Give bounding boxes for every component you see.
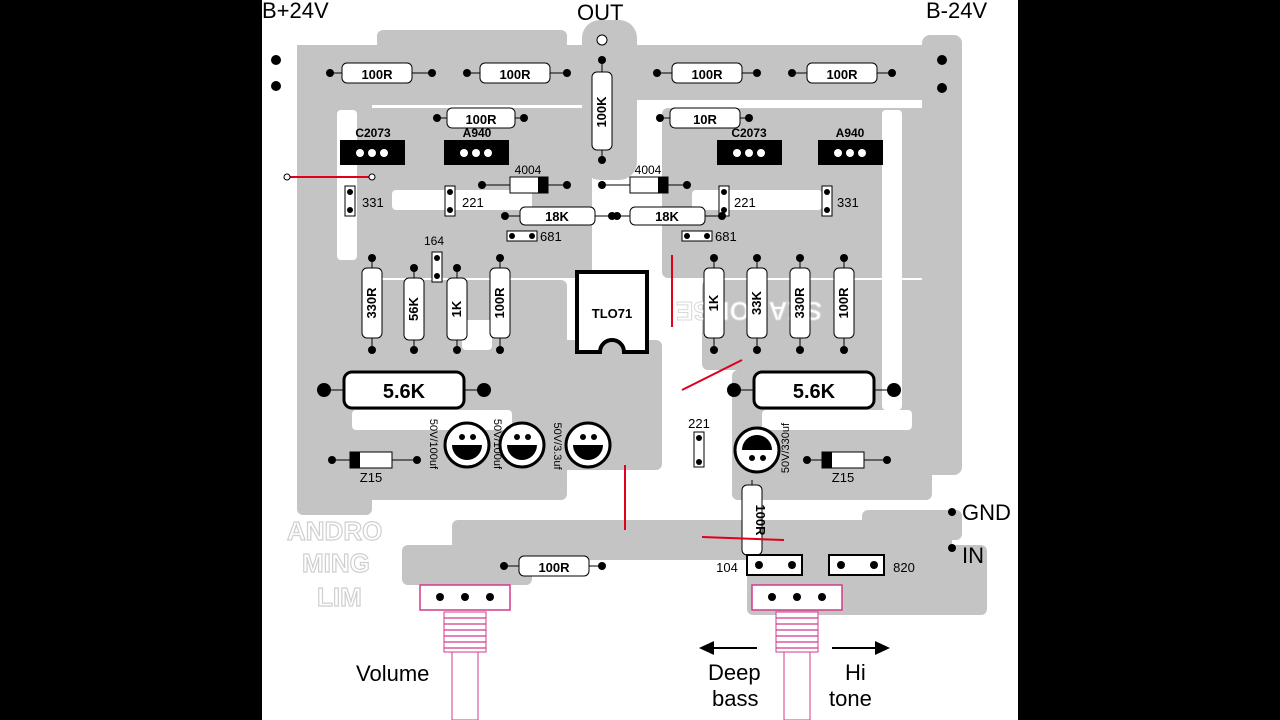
electrolytic-caps xyxy=(443,421,781,474)
ic-tlo71 xyxy=(575,270,649,354)
resistor-row2-2-label: 10R xyxy=(693,112,717,127)
resistor-bottom-label: 100R xyxy=(538,560,570,575)
jumper-wires xyxy=(287,176,785,541)
cap-221-mid-label: 221 xyxy=(688,416,710,431)
zener-left xyxy=(328,451,421,469)
b-plus-24v-label: B+24V xyxy=(262,0,329,23)
resistor-v-left-1-label: 330R xyxy=(364,287,379,319)
resistor-top-3-label: 100R xyxy=(691,67,723,82)
transistor-footprints xyxy=(340,140,883,165)
cap-221-mid xyxy=(693,431,705,468)
resistor-row-top xyxy=(326,62,896,84)
transistor-1-label: C2073 xyxy=(355,126,391,140)
hi-label: Hi xyxy=(845,660,866,685)
zener-right xyxy=(803,451,891,469)
watermark-line-2: MING xyxy=(302,548,370,578)
small-caps-upper xyxy=(344,185,833,283)
vertical-resistors-left xyxy=(361,254,511,354)
in-label: IN xyxy=(962,543,984,568)
resistor-top-2-label: 100R xyxy=(499,67,531,82)
jumper-pad-left xyxy=(283,173,291,181)
cap-104-label: 104 xyxy=(716,560,738,575)
resistor-100k-label: 100K xyxy=(594,96,609,128)
deep-label: Deep xyxy=(708,660,761,685)
ic-label: TLO71 xyxy=(592,306,632,321)
resistor-v-left-2-label: 56K xyxy=(406,296,421,320)
tone-label: tone xyxy=(829,686,872,711)
resistor-18k-right xyxy=(613,206,726,226)
resistor-top-4-label: 100R xyxy=(826,67,858,82)
ecap-1-label: 50V/100uf xyxy=(427,419,439,470)
gnd-label: GND xyxy=(962,500,1011,525)
cap-681-left-label: 681 xyxy=(540,229,562,244)
pcb-board: SEAHORSE ANDRO MING LIM 100R 100R 100R 1… xyxy=(262,0,1018,720)
zener-left-label: Z15 xyxy=(360,470,382,485)
diode-1-label: 4004 xyxy=(515,163,542,177)
resistor-top-4 xyxy=(788,62,896,84)
watermark-line-3: LIM xyxy=(317,582,362,612)
ecap-2-label: 50V/100uf xyxy=(491,419,503,470)
arrow-left-icon xyxy=(699,641,757,655)
resistor-5k6-right-label: 5.6K xyxy=(793,381,836,403)
cap-104 xyxy=(746,554,803,576)
resistor-v-right-1-label: 1K xyxy=(706,294,721,311)
resistor-row2-1 xyxy=(433,107,528,129)
diode-2 xyxy=(598,176,691,194)
out-label: OUT xyxy=(577,0,624,25)
diode-1 xyxy=(478,176,571,194)
cap-681-right-label: 681 xyxy=(715,229,737,244)
resistor-v-right-4-label: 100R xyxy=(836,287,851,319)
resistor-18k-right-label: 18K xyxy=(655,209,679,224)
bass-label: bass xyxy=(712,686,759,711)
cap-221-left-label: 221 xyxy=(462,195,484,210)
pot-tone xyxy=(751,584,843,720)
cap-221-right-label: 221 xyxy=(734,195,756,210)
ecap-4-label: 50V/330uf xyxy=(780,422,792,473)
watermark-line-1: ANDRO xyxy=(287,516,382,546)
resistor-top-2 xyxy=(463,62,571,84)
arrow-right-icon xyxy=(832,641,890,655)
resistor-v-right-3-label: 330R xyxy=(792,287,807,319)
resistor-top-3 xyxy=(653,62,761,84)
resistor-v-right-2-label: 33K xyxy=(749,290,764,314)
resistor-100k xyxy=(591,56,613,164)
resistor-bottom-vertical-label: 100R xyxy=(753,504,768,536)
cap-820 xyxy=(828,554,885,576)
zener-right-label: Z15 xyxy=(832,470,854,485)
pot-volume xyxy=(419,584,511,720)
b-minus-24v-label: B-24V xyxy=(926,0,988,23)
pcb-layout: SEAHORSE ANDRO MING LIM 100R 100R 100R 1… xyxy=(271,20,987,720)
cap-331-right-label: 331 xyxy=(837,195,859,210)
resistor-row2-1-label: 100R xyxy=(465,112,497,127)
ecap-3-label: 50V/3.3uf xyxy=(551,422,563,470)
resistor-5k6-right xyxy=(727,370,901,410)
resistor-row2-2 xyxy=(656,107,753,129)
resistor-18k-left-label: 18K xyxy=(545,209,569,224)
resistor-v-left-3-label: 1K xyxy=(449,300,464,317)
out-pad xyxy=(596,34,608,46)
connector-pads xyxy=(271,55,956,552)
jumper-pad-right xyxy=(368,173,376,181)
volume-label: Volume xyxy=(356,661,430,686)
transistor-3-label: C2073 xyxy=(731,126,767,140)
resistor-top-1 xyxy=(326,62,436,84)
resistor-5k6-left xyxy=(317,370,491,410)
transistor-4-label: A940 xyxy=(836,126,865,140)
resistor-5k6-left-label: 5.6K xyxy=(383,381,426,403)
resistor-bottom xyxy=(500,555,606,577)
resistor-top-1-label: 100R xyxy=(361,67,393,82)
transistor-2-label: A940 xyxy=(463,126,492,140)
diode-2-label: 4004 xyxy=(635,163,662,177)
cap-820-label: 820 xyxy=(893,560,915,575)
resistor-v-left-4-label: 100R xyxy=(492,287,507,319)
cap-164-label: 164 xyxy=(424,234,444,248)
vertical-resistors-right xyxy=(703,254,855,354)
cap-331-left-label: 331 xyxy=(362,195,384,210)
